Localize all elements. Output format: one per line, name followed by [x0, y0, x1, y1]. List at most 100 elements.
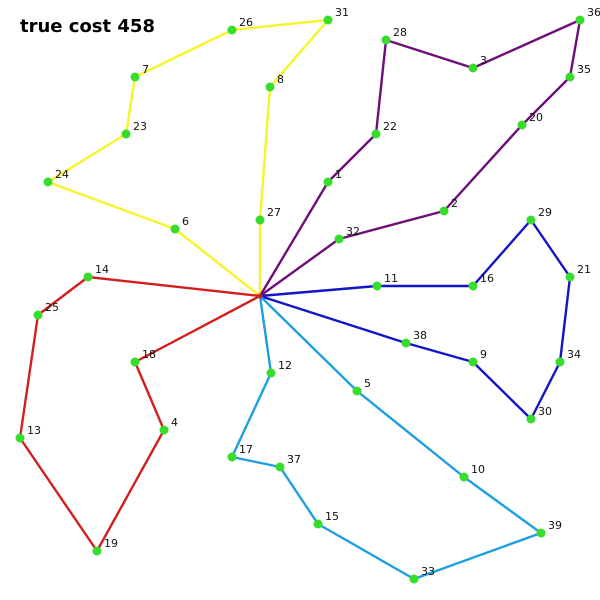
route-blue-edge-16-29 — [471, 218, 533, 288]
route-purple-edge-22-28 — [374, 38, 388, 136]
route-blue-edge-30-9 — [471, 360, 533, 421]
node-label-2: 2 — [451, 197, 458, 210]
node-7 — [130, 72, 140, 82]
node-1 — [323, 177, 333, 187]
route-red-edge-14-25 — [36, 275, 90, 317]
node-label-6: 6 — [182, 215, 189, 228]
node-label-20: 20 — [529, 111, 543, 124]
node-label-17: 17 — [239, 443, 253, 456]
route-nodes — [15, 15, 585, 584]
node-label-16: 16 — [480, 272, 494, 285]
node-20 — [517, 120, 527, 130]
node-label-30: 30 — [538, 405, 552, 418]
node-23 — [121, 129, 131, 139]
node-12 — [266, 368, 276, 378]
node-38 — [401, 338, 411, 348]
route-cyan-edge-0-12 — [258, 294, 273, 375]
node-label-22: 22 — [383, 120, 397, 133]
node-10 — [459, 472, 469, 482]
route-cyan-edge-37-15 — [278, 465, 320, 526]
node-label-9: 9 — [480, 348, 487, 361]
node-label-39: 39 — [548, 519, 562, 532]
node-21 — [565, 272, 575, 282]
node-29 — [526, 215, 536, 225]
node-label-18: 18 — [142, 348, 156, 361]
route-blue-edge-9-38 — [404, 341, 475, 364]
node-18 — [130, 357, 140, 367]
node-37 — [275, 462, 285, 472]
node-25 — [33, 310, 43, 320]
node-9 — [468, 357, 478, 367]
node-11 — [372, 281, 382, 291]
node-label-38: 38 — [413, 329, 427, 342]
node-label-3: 3 — [480, 54, 487, 67]
node-label-24: 24 — [55, 168, 69, 181]
node-label-31: 31 — [335, 6, 349, 19]
route-red-edge-25-13 — [18, 313, 40, 440]
node-label-37: 37 — [287, 453, 301, 466]
route-red-edge-18-0 — [133, 294, 262, 364]
node-label-21: 21 — [577, 263, 591, 276]
node-31 — [323, 15, 333, 25]
node-17 — [227, 452, 237, 462]
node-14 — [83, 272, 93, 282]
node-label-29: 29 — [538, 206, 552, 219]
node-label-35: 35 — [577, 63, 591, 76]
node-label-23: 23 — [133, 120, 147, 133]
route-purple-edge-3-36 — [471, 18, 582, 70]
node-5 — [352, 386, 362, 396]
route-cyan-edge-5-0 — [258, 294, 359, 393]
route-purple-edge-32-0 — [258, 237, 341, 298]
node-28 — [381, 35, 391, 45]
node-33 — [409, 574, 419, 584]
node-19 — [92, 546, 102, 556]
node-26 — [227, 25, 237, 35]
route-purple-edge-20-2 — [442, 123, 524, 213]
route-yellow-edge-26-31 — [230, 18, 330, 32]
node-label-19: 19 — [104, 537, 118, 550]
node-label-5: 5 — [364, 377, 371, 390]
node-32 — [334, 234, 344, 244]
node-24 — [43, 177, 53, 187]
node-label-1: 1 — [335, 168, 342, 181]
node-label-7: 7 — [142, 63, 149, 76]
route-red-edge-0-14 — [86, 275, 262, 298]
route-cyan-edge-10-5 — [355, 389, 466, 479]
node-label-12: 12 — [278, 359, 292, 372]
node-label-15: 15 — [325, 510, 339, 523]
route-purple-edge-35-20 — [520, 75, 572, 127]
route-red-edge-13-19 — [18, 436, 99, 553]
route-cyan-edge-17-37 — [230, 455, 282, 469]
node-4 — [159, 425, 169, 435]
node-label-28: 28 — [393, 26, 407, 39]
route-blue-edge-29-21 — [529, 218, 572, 279]
route-cyan-edge-39-10 — [462, 475, 543, 535]
node-22 — [371, 129, 381, 139]
depot-node — [257, 293, 263, 299]
node-39 — [536, 528, 546, 538]
node-16 — [468, 281, 478, 291]
route-blue-edge-21-34 — [558, 275, 572, 364]
node-label-13: 13 — [27, 424, 41, 437]
route-yellow-edge-6-24 — [46, 180, 177, 231]
node-label-4: 4 — [171, 416, 178, 429]
node-13 — [15, 433, 25, 443]
route-yellow-edge-31-8 — [268, 18, 330, 89]
route-blue-edge-34-30 — [529, 360, 562, 421]
route-red-edge-4-18 — [133, 360, 166, 432]
node-27 — [255, 215, 265, 225]
route-purple-edge-28-3 — [384, 38, 475, 70]
node-label-36: 36 — [587, 6, 600, 19]
node-3 — [468, 63, 478, 73]
cost-title: true cost 458 — [20, 16, 155, 37]
node-2 — [439, 206, 449, 216]
route-cyan-edge-33-39 — [412, 531, 543, 581]
route-yellow-edge-8-27 — [258, 85, 272, 222]
node-label-14: 14 — [95, 263, 109, 276]
node-label-26: 26 — [239, 16, 253, 29]
route-red-edge-19-4 — [95, 428, 166, 553]
route-purple-edge-1-22 — [326, 132, 378, 184]
node-label-34: 34 — [567, 348, 581, 361]
route-edges — [18, 18, 582, 581]
